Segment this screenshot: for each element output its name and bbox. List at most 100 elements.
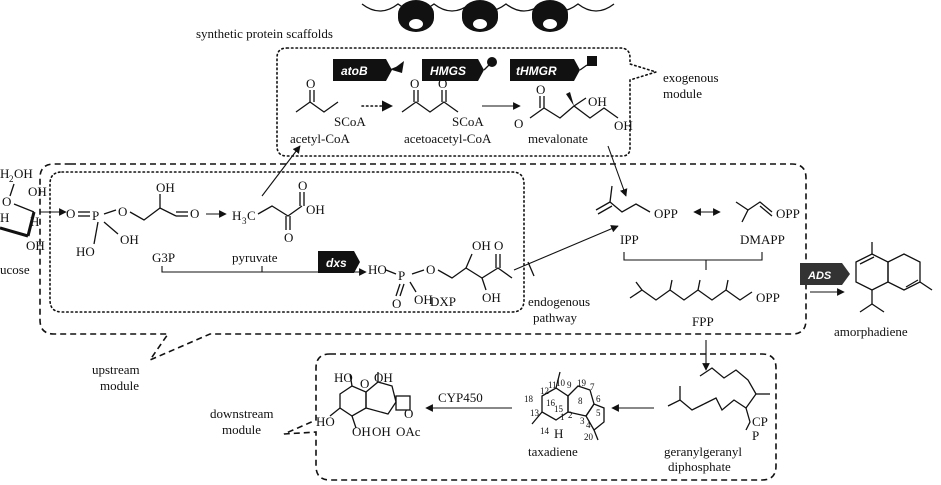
- svg-text:1: 1: [560, 412, 565, 422]
- svg-text:C: C: [247, 208, 256, 223]
- svg-text:P: P: [752, 428, 759, 443]
- svg-text:OH: OH: [306, 202, 325, 217]
- svg-text:OPP: OPP: [756, 290, 780, 305]
- svg-text:O: O: [298, 178, 307, 193]
- dmapp-structure: OPP: [735, 201, 800, 223]
- svg-text:OH: OH: [14, 166, 33, 181]
- glucose-structure: H 2 OH O OH H H OH: [0, 166, 47, 253]
- svg-text:CP: CP: [752, 414, 768, 429]
- arrow-mevalonate-to-ipp: [607, 145, 628, 197]
- scaffold-domain-3: [532, 0, 568, 32]
- svg-text:atoB: atoB: [341, 64, 368, 78]
- upstream-label-1: upstream: [92, 362, 140, 377]
- svg-text:2: 2: [568, 410, 573, 420]
- svg-text:11: 11: [548, 380, 557, 390]
- svg-text:H: H: [232, 208, 241, 223]
- svg-text:HO: HO: [76, 244, 95, 259]
- svg-text:O: O: [392, 296, 401, 311]
- svg-text:OH: OH: [482, 290, 501, 305]
- downstream-label-1: downstream: [210, 406, 274, 421]
- svg-text:OH: OH: [352, 424, 371, 439]
- acetyl-coa-structure: O SCoA: [295, 76, 366, 129]
- arrow-pyruvate-to-acetyl-coa: [261, 145, 301, 197]
- svg-text:OH: OH: [156, 180, 175, 195]
- svg-text:7: 7: [590, 382, 595, 392]
- svg-text:O: O: [284, 230, 293, 245]
- gene-tag-dxs: dxs: [318, 251, 360, 273]
- svg-text:H: H: [0, 166, 9, 181]
- svg-text:OH: OH: [120, 232, 139, 247]
- svg-text:HMGS: HMGS: [430, 64, 466, 78]
- svg-text:H: H: [0, 210, 9, 225]
- exogenous-module-box: [276, 47, 659, 157]
- ipp-label: IPP: [620, 232, 639, 247]
- svg-text:OPP: OPP: [654, 206, 678, 221]
- svg-text:8: 8: [578, 396, 583, 406]
- svg-text:18: 18: [524, 394, 534, 404]
- svg-text:dxs: dxs: [326, 256, 347, 270]
- g3p-pyruvate-join: [161, 266, 263, 273]
- svg-text:5: 5: [596, 408, 601, 418]
- exogenous-label-2: module: [663, 86, 702, 101]
- acetyl-coa-label: acetyl-CoA: [290, 131, 351, 146]
- svg-text:19: 19: [577, 378, 587, 388]
- svg-text:OH: OH: [414, 292, 433, 307]
- endogenous-pathway-box: [49, 171, 525, 313]
- svg-text:H: H: [30, 214, 39, 229]
- svg-text:OH: OH: [614, 118, 633, 133]
- svg-text:ADS: ADS: [807, 270, 832, 282]
- svg-text:O: O: [494, 238, 503, 253]
- svg-text:P: P: [398, 268, 405, 283]
- cyp450-label: CYP450: [438, 390, 483, 405]
- svg-text:20: 20: [584, 432, 594, 442]
- svg-text:OPP: OPP: [776, 206, 800, 221]
- svg-text:10: 10: [556, 378, 566, 388]
- g3p-structure: O P O HO OH OH O: [66, 180, 199, 259]
- svg-text:O: O: [118, 204, 127, 219]
- taxane-product-structure: HO O OH HO OH OH OAc O: [316, 370, 421, 439]
- pyruvate-structure: H 3 C O O OH: [232, 178, 325, 245]
- svg-text:O: O: [426, 262, 435, 277]
- upstream-module-box: [39, 163, 807, 362]
- svg-text:O: O: [404, 406, 413, 421]
- taxadiene-structure: 18 12 13 14 10 9 19 7 16 15 8 1 2 3 6 5 …: [524, 371, 605, 442]
- svg-text:OH: OH: [26, 238, 45, 253]
- fpp-label: FPP: [692, 314, 714, 329]
- acetoacetyl-coa-label: acetoacetyl-CoA: [404, 131, 492, 146]
- svg-text:O: O: [190, 206, 199, 221]
- svg-text:HO: HO: [368, 262, 387, 277]
- svg-text:9: 9: [567, 380, 572, 390]
- exogenous-label-1: exogenous: [663, 70, 719, 85]
- g3p-label: G3P: [152, 250, 175, 265]
- svg-text:SCoA: SCoA: [452, 114, 484, 129]
- svg-text:3: 3: [242, 216, 247, 226]
- svg-text:OAc: OAc: [396, 424, 421, 439]
- mevalonate-label: mevalonate: [528, 131, 588, 146]
- svg-text:15: 15: [554, 404, 564, 414]
- amorphadiene-label: amorphadiene: [834, 324, 908, 339]
- svg-text:O: O: [360, 376, 369, 391]
- dmapp-label: DMAPP: [740, 232, 785, 247]
- svg-text:3: 3: [580, 416, 585, 426]
- ggpp-label-2: diphosphate: [668, 459, 731, 474]
- svg-text:OH: OH: [588, 94, 607, 109]
- svg-text:HO: HO: [316, 414, 335, 429]
- ipp-structure: OPP: [595, 185, 678, 221]
- upstream-label-2: module: [100, 378, 139, 393]
- svg-text:13: 13: [530, 408, 540, 418]
- ggpp-label-1: geranylgeranyl: [664, 444, 742, 459]
- svg-text:SCoA: SCoA: [334, 114, 366, 129]
- gene-tag-ADS: ADS: [800, 263, 850, 285]
- svg-text:O: O: [514, 116, 523, 131]
- downstream-label-2: module: [222, 422, 261, 437]
- svg-text:16: 16: [546, 398, 556, 408]
- svg-text:OH: OH: [472, 238, 491, 253]
- scaffold-label: synthetic protein scaffolds: [196, 26, 333, 41]
- pyruvate-label: pyruvate: [232, 250, 278, 265]
- mevalonate-structure: O O OH OH: [514, 82, 633, 133]
- svg-text:O: O: [438, 76, 447, 91]
- svg-text:6: 6: [596, 394, 601, 404]
- glucose-label: ucose: [0, 262, 30, 277]
- dxp-structure: HO P O O OH OH OH O: [368, 238, 513, 311]
